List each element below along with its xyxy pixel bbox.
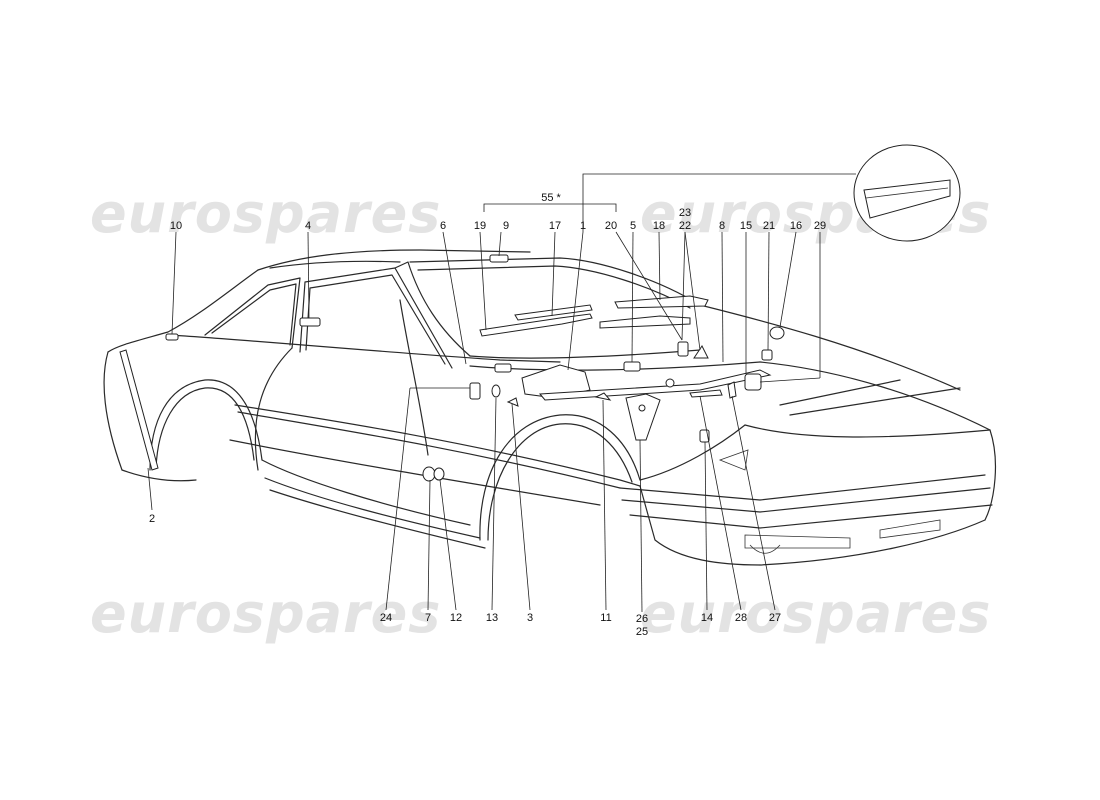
part-26 [625, 393, 661, 441]
wiper-linkage [538, 369, 772, 401]
callout-6: 6 [440, 220, 446, 232]
callout-3: 3 [527, 612, 533, 624]
part-16 [769, 326, 785, 340]
callout-29: 29 [814, 220, 826, 232]
wiper-blade-right [599, 315, 691, 329]
part-28 [689, 389, 723, 398]
callout-21: 21 [763, 220, 775, 232]
callout-15: 15 [740, 220, 752, 232]
callout-28: 28 [735, 612, 747, 624]
wiper-arm-left [514, 304, 593, 321]
callout-14: 14 [701, 612, 713, 624]
part-26-hole [638, 404, 646, 412]
callout-18: 18 [653, 220, 665, 232]
wiper-blade-left [479, 313, 593, 337]
callout-19: 19 [474, 220, 486, 232]
callout-labels: 55 * 10 4 6 19 9 17 1 20 5 18 23 22 8 15… [149, 192, 826, 638]
callout-24: 24 [380, 612, 392, 624]
part-2 [119, 349, 159, 471]
part-3 [506, 397, 519, 407]
callout-7: 7 [425, 612, 431, 624]
part-27 [727, 381, 737, 399]
callout-27: 27 [769, 612, 781, 624]
watermark-bottom-right: eurospares [640, 582, 991, 645]
wiper-motor [521, 364, 591, 399]
part-13 [491, 384, 501, 398]
callout-16: 16 [790, 220, 802, 232]
wiper-arm-right [614, 295, 709, 309]
callout-8: 8 [719, 220, 725, 232]
watermark-bottom-left: eurospares [90, 582, 441, 645]
callout-23: 23 [679, 207, 691, 219]
callout-1: 1 [580, 220, 586, 232]
watermark-group: eurospares eurospares eurospares eurospa… [90, 182, 991, 645]
part-6 [494, 363, 512, 373]
group-label-55: 55 * [541, 192, 561, 204]
callout-17: 17 [549, 220, 561, 232]
part-10 [165, 333, 179, 341]
car-outline [103, 249, 997, 566]
parts-group [119, 144, 961, 482]
part-23 [693, 345, 709, 359]
part-12 [433, 467, 445, 481]
part-11 [594, 392, 612, 401]
watermark-top-left: eurospares [90, 182, 441, 245]
callout-11: 11 [600, 612, 611, 624]
callout-5: 5 [630, 220, 636, 232]
part-7 [422, 466, 436, 482]
callout-2: 2 [149, 513, 155, 525]
leader-lines [147, 173, 856, 613]
callout-22: 22 [679, 220, 691, 232]
callout-20: 20 [605, 220, 617, 232]
part-21 [761, 349, 773, 361]
callout-26: 26 [636, 613, 648, 625]
callout-25: 25 [636, 626, 648, 638]
callout-12: 12 [450, 612, 462, 624]
part-5 [623, 361, 641, 372]
wiper-pivot [665, 378, 675, 388]
part-9 [489, 254, 509, 263]
part-22 [677, 341, 689, 357]
inset-part [863, 179, 951, 219]
part-15 [744, 373, 762, 391]
callout-13: 13 [486, 612, 498, 624]
part-4 [299, 317, 321, 327]
callout-9: 9 [503, 220, 509, 232]
part-24 [469, 382, 481, 400]
callout-4: 4 [305, 220, 311, 232]
callout-10: 10 [170, 220, 182, 232]
